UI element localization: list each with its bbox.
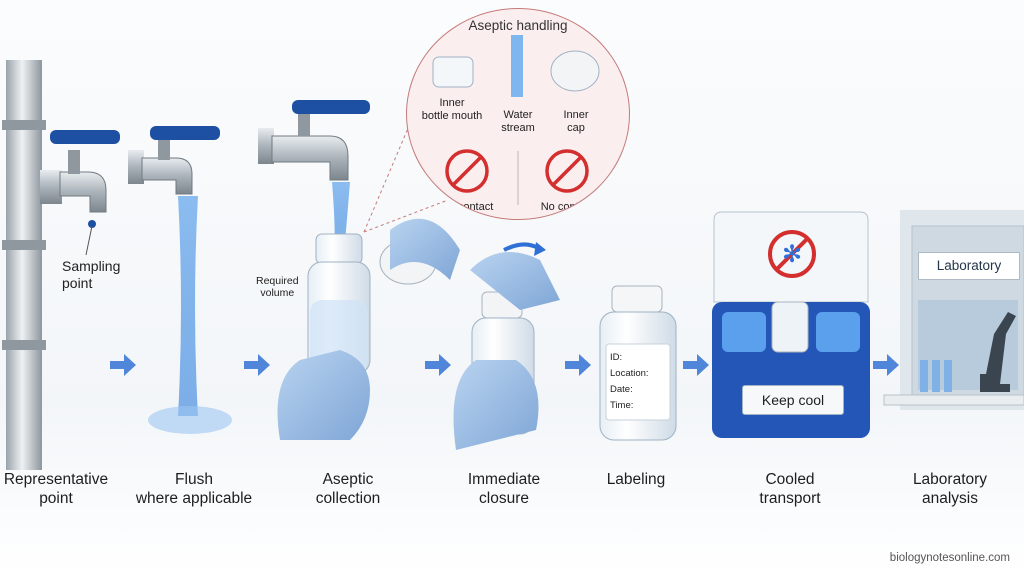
step-label-flush: Flush where applicable bbox=[124, 470, 264, 508]
required-volume-annotation: Required volume bbox=[256, 275, 299, 299]
laboratory-illustration bbox=[883, 210, 1024, 410]
step-label-line: collection bbox=[315, 490, 381, 507]
laboratory-sign: Laboratory bbox=[918, 252, 1020, 280]
callout-item-label: stream bbox=[501, 122, 535, 134]
step-label-line: Flush bbox=[175, 471, 213, 488]
label-field-location: Location: bbox=[610, 368, 649, 379]
required-volume-line1: Required bbox=[256, 275, 299, 287]
step-label-line: analysis bbox=[922, 490, 978, 507]
flushing-tap-illustration bbox=[128, 126, 232, 434]
step-label-line: Cooled bbox=[765, 471, 815, 488]
step-label-line: Labeling bbox=[606, 471, 666, 488]
callout-item-label: Inner bbox=[439, 97, 465, 109]
label-field-id: ID: bbox=[610, 352, 623, 363]
callout-title: Aseptic handling bbox=[468, 18, 568, 33]
step-label-labeling: Labeling bbox=[566, 470, 706, 489]
step-label-line: Laboratory bbox=[912, 471, 988, 488]
callout-icons bbox=[432, 35, 600, 205]
step-label-line: Representative bbox=[3, 471, 109, 488]
svg-text:✻: ✻ bbox=[782, 241, 802, 268]
callout-item-water-stream: Water stream bbox=[489, 109, 547, 135]
callout-item-bottle-mouth: Inner bottle mouth bbox=[415, 97, 489, 123]
flow-arrow-icon bbox=[683, 354, 709, 376]
keep-cool-label: Keep cool bbox=[742, 385, 844, 415]
callout-item-label: Water bbox=[503, 109, 533, 121]
no-contact-left-label: No contact bbox=[440, 201, 494, 213]
required-volume-line2: volume bbox=[260, 287, 295, 299]
step-label-immediate-closure: Immediate closure bbox=[434, 470, 574, 508]
step-label-cooled-transport: Cooled transport bbox=[720, 470, 860, 508]
label-field-time: Time: bbox=[610, 400, 634, 411]
callout-item-label: bottle mouth bbox=[421, 110, 483, 122]
labeled-bottle-illustration bbox=[599, 285, 677, 441]
immediate-closure-illustration bbox=[379, 218, 560, 450]
flow-arrow-icon bbox=[873, 354, 899, 376]
bottle-label: ID: Location: Date: Time: bbox=[610, 350, 668, 414]
callout-item-label: cap bbox=[567, 122, 585, 134]
flow-arrow-icon bbox=[425, 354, 451, 376]
callout-item-label: Inner bbox=[563, 109, 589, 121]
flow-arrow-icon bbox=[565, 354, 591, 376]
wall-pipe-illustration bbox=[2, 60, 120, 470]
step-label-line: Aseptic bbox=[322, 471, 374, 488]
no-contact-right-label: No contact bbox=[540, 201, 594, 213]
step-label-line: closure bbox=[479, 490, 529, 507]
sampling-point-annotation: Sampling point bbox=[62, 258, 120, 292]
flow-arrow-icon bbox=[244, 354, 270, 376]
step-label-aseptic-collection: Aseptic collection bbox=[278, 470, 418, 508]
source-credit: biologynotesonline.com bbox=[889, 552, 1010, 564]
step-label-line: Immediate bbox=[467, 471, 541, 488]
step-label-representative-point: Representative point bbox=[0, 470, 126, 508]
aseptic-collection-illustration bbox=[258, 100, 371, 440]
label-field-date: Date: bbox=[610, 384, 633, 395]
sampling-point-line2: point bbox=[62, 275, 93, 291]
callout-item-inner-cap: Inner cap bbox=[547, 109, 605, 135]
aseptic-handling-callout: Aseptic handling Inner bottle mouth Wate… bbox=[406, 8, 630, 220]
step-label-line: where applicable bbox=[135, 490, 253, 507]
sampling-point-line1: Sampling bbox=[62, 258, 121, 274]
step-label-line: point bbox=[39, 490, 73, 507]
step-label-laboratory-analysis: Laboratory analysis bbox=[880, 470, 1020, 508]
flow-arrow-icon bbox=[110, 354, 136, 376]
step-label-line: transport bbox=[759, 490, 821, 507]
